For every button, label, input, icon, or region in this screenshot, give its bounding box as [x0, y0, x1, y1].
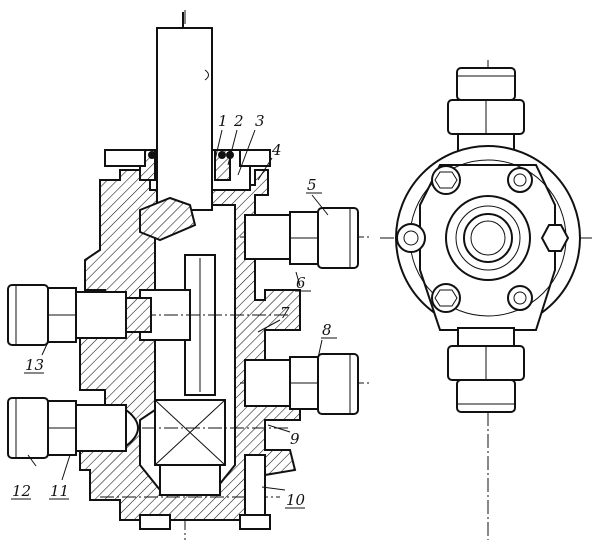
end-bottom-fitting [456, 379, 516, 413]
label-13: 13 [25, 356, 44, 374]
label-4: 4 [271, 141, 282, 159]
label-6: 6 [296, 274, 306, 292]
top-nut-right [239, 149, 271, 167]
label-3: 3 [255, 112, 265, 130]
spindle [156, 27, 213, 211]
bottom-bolt-left [139, 514, 171, 530]
end-view [380, 60, 595, 540]
left-lower-fitting [7, 397, 139, 459]
valve-disc [139, 196, 197, 242]
drain-screw [244, 454, 266, 516]
right-lower-fitting [244, 353, 359, 415]
label-1: 1 [218, 112, 228, 130]
label-5: 5 [307, 176, 317, 194]
label-9: 9 [290, 430, 300, 448]
label-12: 12 [12, 482, 31, 500]
label-8: 8 [322, 321, 332, 339]
bottom-cap [159, 464, 221, 496]
label-11: 11 [50, 482, 69, 500]
end-bolts [396, 165, 570, 313]
label-2: 2 [233, 112, 244, 130]
part-labels: 1 2 3 4 5 6 7 8 9 10 11 12 13 [12, 112, 332, 509]
packing-right [214, 149, 231, 181]
label-7: 7 [280, 304, 290, 322]
end-top-fitting [456, 67, 516, 101]
top-nut-left [104, 149, 146, 167]
left-upper-fitting [7, 284, 152, 346]
sectional-view [7, 10, 370, 540]
label-underlines [11, 192, 337, 509]
bottom-bolt-right [239, 514, 271, 530]
label-10: 10 [286, 491, 306, 509]
right-upper-fitting [244, 207, 359, 269]
